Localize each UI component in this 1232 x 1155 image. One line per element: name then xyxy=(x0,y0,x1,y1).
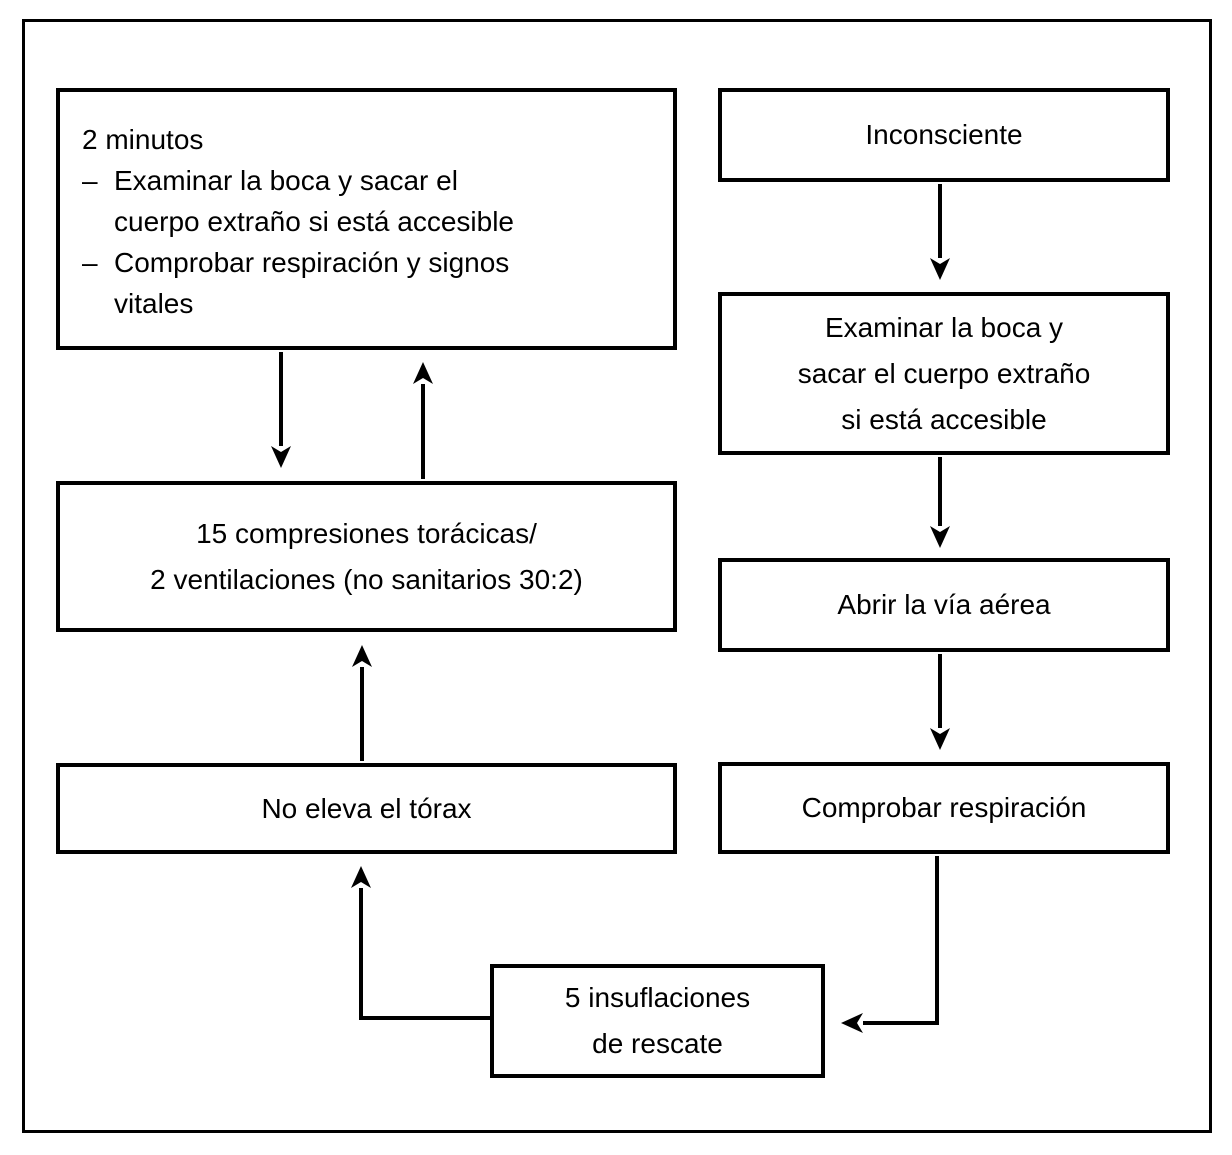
bullet-line: cuerpo extraño si está accesible xyxy=(114,206,514,237)
check-breathing-box: Comprobar respiración xyxy=(718,762,1170,854)
outer-frame xyxy=(22,19,1212,1133)
bullet-dash: – xyxy=(82,165,98,196)
bullet-dash: – xyxy=(82,247,98,278)
rescue-breaths-line-2: de rescate xyxy=(592,1028,723,1059)
examine-mouth-line-3: si está accesible xyxy=(841,403,1047,435)
rescue-breaths-line-1: 5 insuflaciones xyxy=(564,982,751,1013)
examine-mouth-line-1: Examinar la boca y xyxy=(824,311,1064,343)
bullet-line: Examinar la boca y sacar el xyxy=(114,165,458,196)
bullet-check-breathing: – Comprobar respiración y signos vitales xyxy=(82,242,663,324)
unconscious-box: Inconsciente xyxy=(718,88,1170,182)
compressions-box: 15 compresiones torácicas/ 2 ventilacion… xyxy=(56,481,677,632)
bullet-line: Comprobar respiración y signos xyxy=(114,247,510,278)
bullet-examine-mouth: – Examinar la boca y sacar el cuerpo ext… xyxy=(82,160,663,242)
examine-mouth-line-2: sacar el cuerpo extraño xyxy=(797,357,1091,389)
unconscious-label: Inconsciente xyxy=(865,119,1023,150)
bullet-text: Examinar la boca y sacar el cuerpo extra… xyxy=(114,160,663,242)
compressions-line-2: 2 ventilaciones (no sanitarios 30:2) xyxy=(150,563,583,595)
open-airway-box: Abrir la vía aérea xyxy=(718,558,1170,652)
compressions-line-1: 15 compresiones torácicas/ xyxy=(196,517,537,549)
two-minutes-title: 2 minutos xyxy=(82,124,204,155)
check-breathing-label: Comprobar respiración xyxy=(801,792,1087,823)
no-chest-rise-label: No eleva el tórax xyxy=(261,792,472,824)
bullet-line: vitales xyxy=(114,288,194,319)
two-minutes-box: 2 minutos – Examinar la boca y sacar el … xyxy=(56,88,677,350)
no-chest-rise-box: No eleva el tórax xyxy=(56,763,677,854)
rescue-breaths-box: 5 insuflaciones de rescate xyxy=(490,964,825,1078)
bullet-text: Comprobar respiración y signos vitales xyxy=(114,242,663,324)
examine-mouth-box: Examinar la boca y sacar el cuerpo extra… xyxy=(718,292,1170,455)
open-airway-label: Abrir la vía aérea xyxy=(837,589,1051,620)
